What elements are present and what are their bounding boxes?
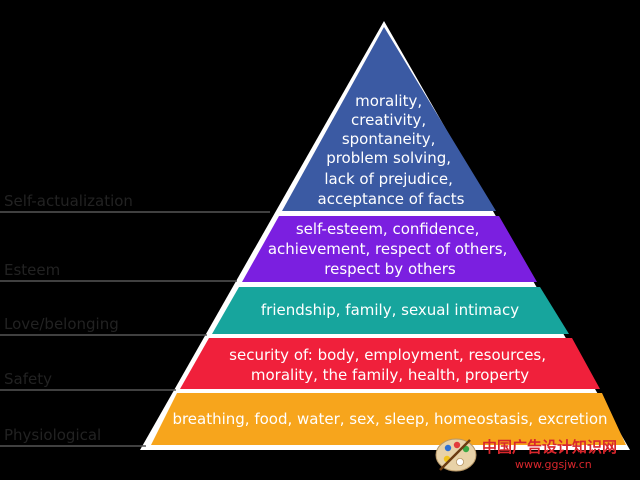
level-band-esteem: [242, 216, 537, 282]
level-text-safety: security of: body, employment, resources…: [229, 346, 551, 384]
side-label-self-actualization: Self-actualization: [4, 192, 133, 210]
level-text-line: acceptance of facts: [318, 190, 465, 208]
level-text-physiological: breathing, food, water, sex, sleep, home…: [172, 410, 607, 428]
side-label-love-belonging: Love/belonging: [4, 315, 119, 333]
level-text-line: lack of prejudice,: [324, 170, 452, 188]
level-text-line: spontaneity,: [342, 130, 436, 148]
level-text-self-actualization: morality, creativity, spontaneity, probl…: [318, 92, 465, 208]
level-band-physiological: [151, 393, 626, 445]
side-label-safety: Safety: [4, 370, 52, 388]
level-text-line: breathing, food, water, sex, sleep, home…: [172, 410, 607, 428]
level-text-line: morality,: [355, 92, 422, 110]
level-text-line: self-esteem, confidence,: [296, 220, 480, 238]
level-text-line: creativity,: [351, 111, 426, 129]
level-text-line: achievement, respect of others,: [268, 240, 508, 258]
side-rule-lines: [0, 211, 270, 447]
level-text-love-belonging: friendship, family, sexual intimacy: [261, 301, 519, 319]
watermark-site-name: 中国广告设计知识网: [482, 438, 617, 456]
level-band-safety: [180, 338, 600, 389]
level-text-esteem: self-esteem, confidence, achievement, re…: [268, 220, 512, 278]
watermark: 中国广告设计知识网 www.ggsjw.cn: [435, 438, 617, 472]
level-text-line: respect by others: [324, 260, 456, 278]
level-text-line: friendship, family, sexual intimacy: [261, 301, 519, 319]
level-band-love-belonging: [212, 287, 569, 334]
level-band-self-actualization: [282, 27, 496, 211]
level-text-line: security of: body, employment, resources…: [229, 346, 546, 364]
side-label-physiological: Physiological: [4, 426, 101, 444]
level-text-line: problem solving,: [326, 149, 451, 167]
palette-icon: [435, 438, 477, 472]
watermark-url: www.ggsjw.cn: [515, 458, 592, 471]
level-text-line: morality, the family, health, property: [251, 366, 529, 384]
side-label-esteem: Esteem: [4, 261, 60, 279]
